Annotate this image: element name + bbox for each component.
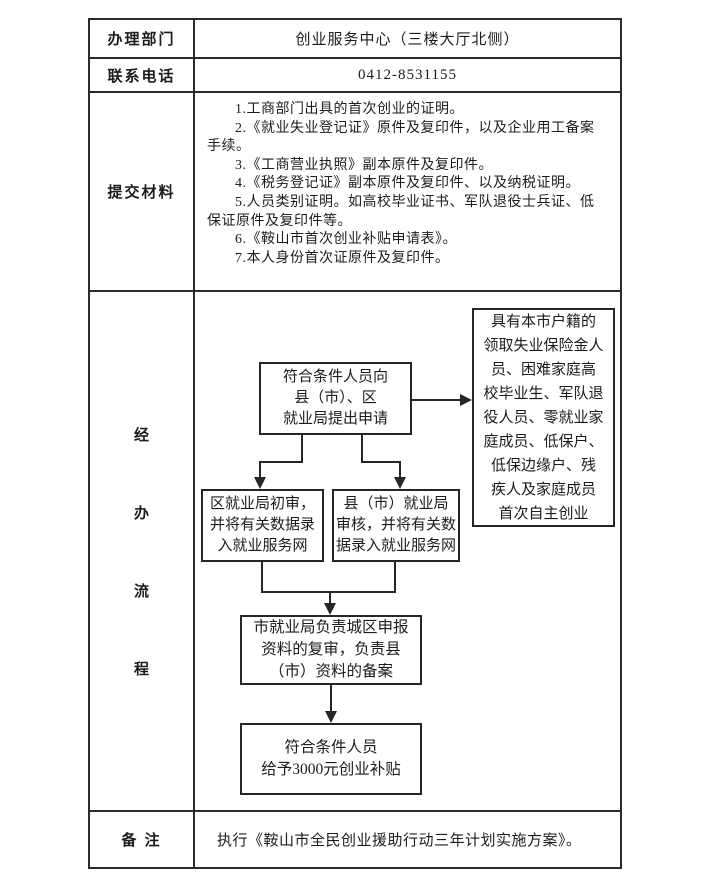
arrow-city-to-subsidy (325, 685, 337, 723)
subsidy-box: 符合条件人员 给予3000元创业补贴 (240, 723, 422, 795)
material-item-2: 2.《就业失业登记证》原件及复印件，以及企业用工备案手续。 (207, 120, 595, 155)
process-flowchart: 符合条件人员向 县（市）、区 就业局提出申请 具有本市户籍的 领取失业保险金人 … (195, 292, 620, 812)
service-info-table: 办理部门 创业服务中心（三楼大厅北侧） 联系电话 0412-8531155 提交… (88, 18, 622, 869)
material-item-3: 3.《工商营业执照》副本原件及复印件。 (235, 157, 493, 173)
apply-box: 符合条件人员向 县（市）、区 就业局提出申请 (259, 362, 412, 435)
flowchart-connectors (254, 394, 472, 723)
material-item-5: 5.人员类别证明。如高校毕业证书、军队退役士兵证、低保证原件及复印件等。 (207, 194, 595, 229)
arrow-apply-to-eligible (412, 394, 472, 406)
materials-label: 提交材料 (90, 93, 195, 292)
material-item-1: 1.工商部门出具的首次创业的证明。 (235, 102, 464, 117)
phone-label: 联系电话 (90, 59, 195, 93)
remark-label: 备 注 (90, 812, 195, 867)
phone-value: 0412-8531155 (195, 59, 620, 93)
arrow-apply-to-county (361, 435, 406, 489)
arrow-apply-to-district (254, 435, 303, 489)
process-label-char-2: 办 (133, 504, 149, 522)
material-item-4: 4.《税务登记证》副本原件及复印件、以及纳税证明。 (235, 176, 580, 192)
county-review-box: 县（市）就业局 审核，并将有关数 据录入就业服务网 (332, 489, 460, 562)
process-label-char-4: 程 (133, 660, 149, 678)
process-label-char-1: 经 (133, 426, 149, 444)
process-label: 经 办 流 程 (90, 292, 195, 812)
materials-list: 1.工商部门出具的首次创业的证明。 2.《就业失业登记证》原件及复印件，以及企业… (195, 93, 620, 292)
district-review-box: 区就业局初审， 并将有关数据录 入就业服务网 (201, 489, 324, 562)
city-review-box: 市就业局负责城区申报 资料的复审，负责县 （市）资料的备案 (240, 615, 422, 685)
department-label: 办理部门 (90, 20, 195, 59)
department-value: 创业服务中心（三楼大厅北侧） (195, 20, 620, 59)
eligible-box: 具有本市户籍的 领取失业保险金人 员、困难家庭高 校毕业生、军队退 役人员、零就… (472, 308, 615, 527)
material-item-7: 7.本人身份首次证原件及复印件。 (235, 250, 450, 266)
material-item-6: 6.《鞍山市首次创业补贴申请表》。 (235, 232, 457, 248)
process-label-char-3: 流 (133, 582, 149, 600)
arrow-merge-to-city (261, 562, 396, 615)
remark-value: 执行《鞍山市全民创业援助行动三年计划实施方案》。 (217, 833, 582, 849)
